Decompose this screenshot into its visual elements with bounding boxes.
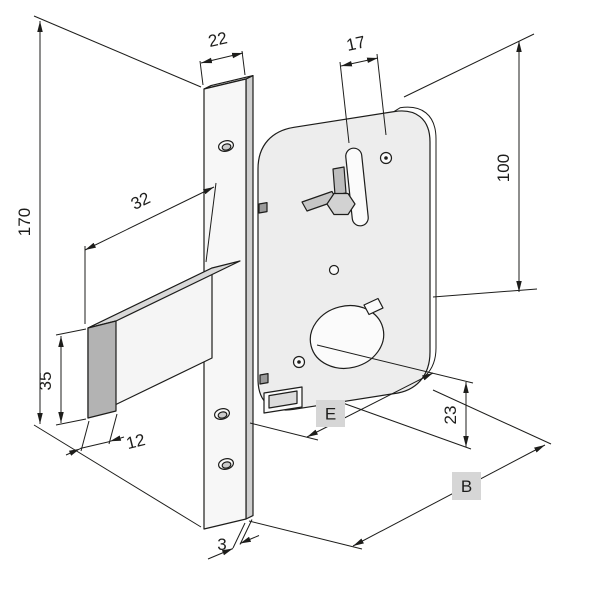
dim-label-faceplate-width: 22 [206,28,229,51]
dim-label-backset: E [325,405,336,424]
cylinder-hole [309,305,385,369]
extension-line [249,422,319,441]
extension-line [432,389,552,445]
screw-hole-middle [213,408,231,420]
extension-line [55,418,87,426]
dim-label-bolt-throw: 32 [128,188,153,213]
dimension-line [79,441,111,449]
dimension-faceplate-thickness: 3 [207,519,260,560]
backset-label-chip [316,400,345,427]
extension-line [339,61,350,144]
faceplate-side-face [245,75,254,520]
extension-line [80,420,90,452]
dimension-arrow [239,535,260,544]
cylinder-axis-reference-line [316,344,474,384]
extension-line [232,522,246,549]
extension-line [199,60,204,86]
extension-line [432,288,538,298]
dim-label-case-height: 100 [494,154,513,182]
case-depth-label-chip [452,472,481,500]
dim-label-faceplate-height: 170 [15,208,34,236]
dimension-arrow [65,448,81,456]
center-hole [328,264,340,276]
extension-line [376,53,387,136]
screw-hole-top [217,140,235,152]
deadbolt [87,260,241,419]
dim-label-axis-to-bottom: 23 [441,406,460,425]
dim-label-bolt-end-height: 35 [36,372,55,391]
dimension-arrow [109,435,125,442]
spindle-rod [332,166,347,196]
extension-line [248,520,363,550]
fixing-hole-lower [259,373,269,385]
dim-label-bolt-end-width: 12 [124,430,147,453]
extension-line [403,33,535,98]
bottom-slot-inner [268,390,298,409]
dimension-case-height: 100 [403,33,538,298]
dimension-line [84,186,215,251]
extension-line [55,328,87,336]
case-screw-lower [292,355,306,369]
dimension-faceplate-height: 170 [15,15,202,528]
dimension-line [340,57,379,67]
follower-hex-nut [326,192,356,216]
dimension-faceplate-width: 22 [199,28,246,86]
dimension-arrow [207,548,234,560]
dimension-case-depth: B [248,389,552,550]
extension-line [33,424,202,528]
dim-label-case-depth: B [461,477,472,496]
dimension-bolt-end-width: 12 [65,413,147,456]
extension-line [33,15,202,88]
dimension-bolt-end-height: 35 [36,328,87,426]
dimension-backset: E [249,372,434,441]
cylinder-notch [363,297,384,316]
dimension-follower-width: 17 [339,32,387,144]
dim-label-follower-width: 17 [345,32,367,55]
case-screw-top [379,151,393,165]
extension-line [241,50,246,76]
dimension-line [352,444,546,547]
fixing-hole-upper [258,202,268,214]
deadbolt-end-face [87,320,117,419]
screw-hole-bottom [217,458,235,470]
lock-case [257,106,437,414]
dimension-line [200,52,244,64]
dim-label-faceplate-thickness: 3 [217,535,226,554]
